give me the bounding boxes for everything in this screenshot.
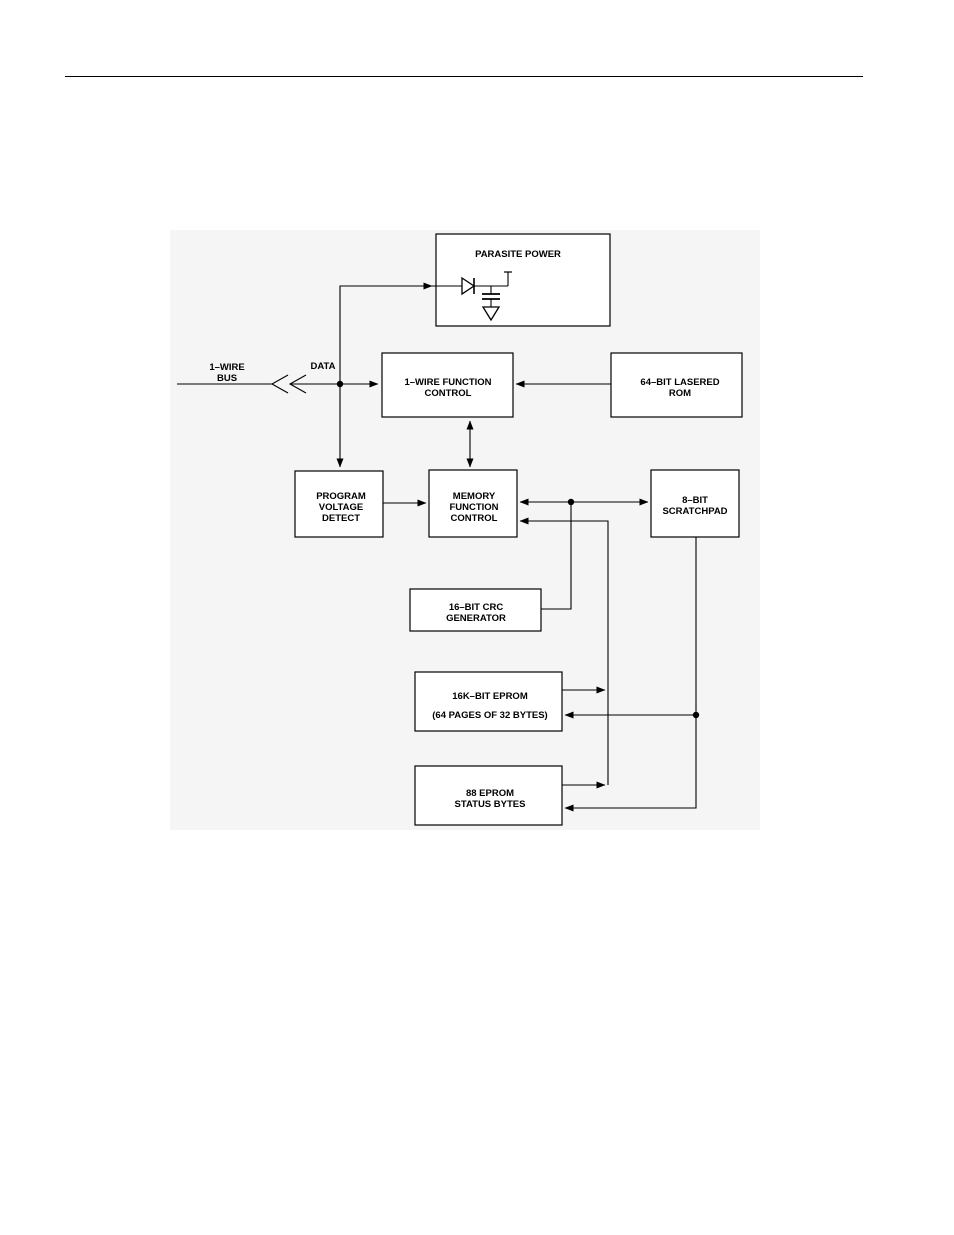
program-voltage-block: PROGRAM VOLTAGE DETECT [294,470,384,538]
one-wire-bus-label-1: 1–WIRE [209,362,244,373]
scratchpad-block: 8–BIT SCRATCHPAD [650,469,740,538]
scratchpad-junction [692,711,700,719]
scratchpad-to-status-wire [564,537,697,812]
one-wire-bus-label-2: BUS [217,373,237,384]
eprom-return-bus [519,517,609,785]
one-wire-bus: 1–WIRE BUS DATA [177,361,379,394]
lasered-rom-label-1: 64–BIT LASERED [640,377,719,388]
parasite-power-label: PARASITE POWER [475,249,561,260]
function-control-label-1: 1–WIRE FUNCTION [404,377,491,388]
program-voltage-label-2: VOLTAGE [319,502,364,513]
data-label: DATA [311,361,336,372]
memory-function-block: MEMORY FUNCTION CONTROL [428,469,518,538]
diode-icon [428,271,512,296]
crc-wire [541,502,572,610]
data-to-parasite-wire [339,282,433,384]
lasered-rom-block: 64–BIT LASERED ROM [610,352,743,418]
eprom-block: 16K–BIT EPROM (64 PAGES OF 32 BYTES) [414,671,563,732]
capacitor-icon [482,286,500,307]
eprom-label-2: (64 PAGES OF 32 BYTES) [432,710,547,721]
crc-generator-block: 16–BIT CRC GENERATOR [409,588,542,632]
program-voltage-label-1: PROGRAM [316,491,366,502]
program-voltage-label-3: DETECT [322,513,360,524]
scratchpad-label-2: SCRATCHPAD [662,506,727,517]
function-control-block: 1–WIRE FUNCTION CONTROL [381,352,514,418]
memory-function-label-2: FUNCTION [449,502,498,513]
function-control-label-2: CONTROL [425,388,472,399]
memory-function-label-3: CONTROL [451,513,498,524]
ground-icon [481,306,501,322]
memory-function-label-1: MEMORY [453,491,496,502]
crc-generator-label-2: GENERATOR [446,613,506,624]
scratchpad-label-1: 8–BIT [682,495,708,506]
status-bytes-label-1: 88 EPROM [466,788,514,799]
header-rule [65,76,863,77]
crc-generator-label-1: 16–BIT CRC [449,602,504,613]
status-bytes-label-2: STATUS BYTES [455,799,526,810]
eprom-label-1: 16K–BIT EPROM [452,691,528,702]
status-bytes-block: 88 EPROM STATUS BYTES [414,765,563,826]
parasite-power-block: PARASITE POWER [428,233,611,327]
lasered-rom-label-2: ROM [669,388,691,399]
